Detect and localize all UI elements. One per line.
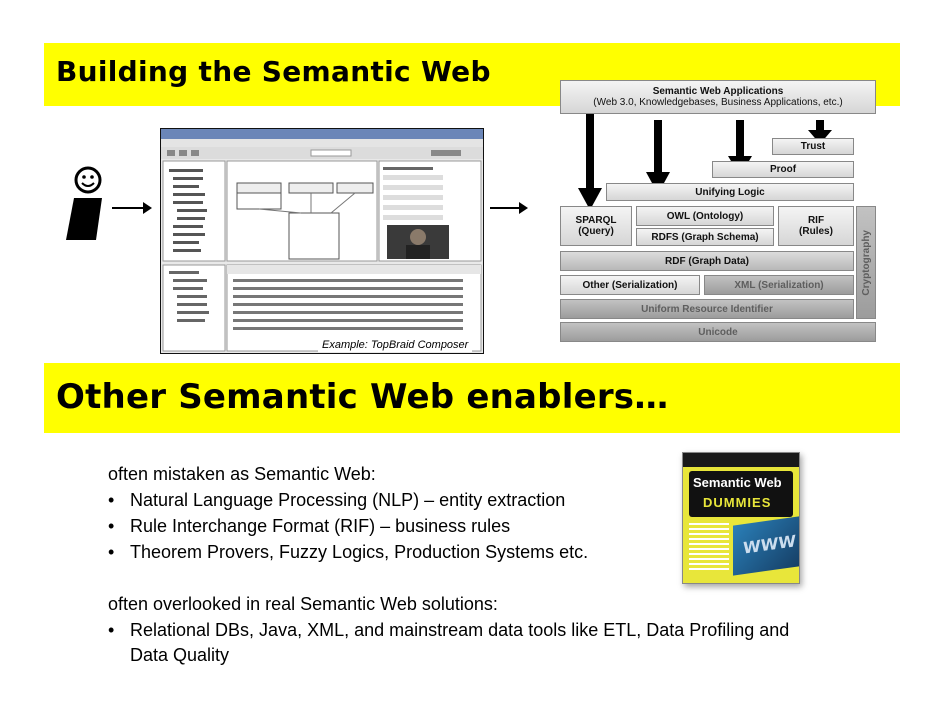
- layer-trust: Trust: [772, 138, 854, 155]
- layer-applications: Semantic Web Applications (Web 3.0, Know…: [560, 80, 876, 114]
- cryptography-label: Cryptography: [860, 229, 872, 296]
- topbraid-screenshot-image: [161, 129, 483, 352]
- uri-label: Uniform Resource Identifier: [641, 303, 773, 315]
- bullet-dot: •: [108, 542, 115, 562]
- title-banner-building: Building the Semantic Web: [44, 43, 900, 106]
- title-banner-enablers: Other Semantic Web enablers…: [44, 363, 900, 433]
- screenshot-caption: Example: TopBraid Composer: [318, 338, 473, 352]
- proof-label: Proof: [769, 164, 797, 175]
- book-dummies: DUMMIES: [703, 495, 772, 510]
- arrow-to-stack: [490, 202, 528, 214]
- book-title-panel: [689, 471, 793, 517]
- mistaken-heading: often mistaken as Semantic Web:: [108, 464, 376, 484]
- person-icon: [66, 166, 102, 240]
- unifying-logic-label: Unifying Logic: [695, 186, 765, 198]
- topbraid-screenshot: [160, 128, 484, 354]
- trust-label: Trust: [800, 141, 826, 152]
- unicode-label: Unicode: [698, 326, 738, 338]
- book-text-block: [689, 523, 729, 571]
- xml-serialization-label: XML (Serialization): [734, 279, 824, 291]
- overlooked-heading: often overlooked in real Semantic Web so…: [108, 594, 498, 614]
- bullet-text: Relational DBs, Java, XML, and mainstrea…: [130, 620, 790, 640]
- applications-title: Semantic Web Applications: [652, 86, 784, 97]
- book-title: Semantic Web: [693, 475, 782, 490]
- bullet-dot: •: [108, 620, 115, 640]
- layer-rif: RIF (Rules): [778, 206, 854, 246]
- bullet-text: Natural Language Processing (NLP) – enti…: [130, 490, 566, 510]
- bullet-dot: •: [108, 516, 115, 536]
- bullet-rif: • Rule Interchange Format (RIF) – busines…: [108, 516, 510, 537]
- layer-unicode: Unicode: [560, 322, 876, 342]
- book-top-strip: [683, 453, 799, 467]
- other-serialization-label: Other (Serialization): [582, 279, 678, 291]
- layer-rdf: RDF (Graph Data): [560, 251, 854, 271]
- bullet-text: Rule Interchange Format (RIF) – business…: [130, 516, 511, 536]
- layer-proof: Proof: [712, 161, 854, 178]
- section-title: Other Semantic Web enablers…: [56, 377, 669, 417]
- layer-cryptography: Cryptography: [856, 206, 876, 319]
- bullet-nlp: • Natural Language Processing (NLP) – ent…: [108, 490, 565, 511]
- rif-label: RIF (Rules): [799, 215, 833, 237]
- layer-other-serialization: Other (Serialization): [560, 275, 700, 295]
- bullet-theorem-provers: • Theorem Provers, Fuzzy Logics, Producti…: [108, 542, 588, 563]
- layer-owl: OWL (Ontology): [636, 206, 774, 226]
- semantic-web-for-dummies-book: Semantic Web DUMMIES WWW: [682, 452, 800, 584]
- bullet-text: Theorem Provers, Fuzzy Logics, Productio…: [130, 542, 589, 562]
- layer-unifying-logic: Unifying Logic: [606, 183, 854, 201]
- bullet-relational-dbs: • Relational DBs, Java, XML, and mainstre…: [108, 620, 789, 641]
- sparql-label: SPARQL (Query): [575, 215, 617, 237]
- applications-subtitle: (Web 3.0, Knowledgebases, Business Appli…: [593, 97, 843, 108]
- arrow-to-screenshot: [112, 202, 152, 214]
- bullet-text: Data Quality: [130, 645, 230, 665]
- layer-xml-serialization: XML (Serialization): [704, 275, 854, 295]
- owl-label: OWL (Ontology): [666, 210, 744, 222]
- semantic-web-stack: Semantic Web Applications (Web 3.0, Know…: [560, 80, 876, 342]
- bullet-data-quality-continuation: Data Quality: [130, 645, 229, 666]
- rdf-label: RDF (Graph Data): [665, 255, 749, 267]
- layer-uri: Uniform Resource Identifier: [560, 299, 854, 319]
- slide-title: Building the Semantic Web: [56, 55, 491, 88]
- layer-sparql: SPARQL (Query): [560, 206, 632, 246]
- bullet-dot: •: [108, 490, 115, 510]
- layer-rdfs: RDFS (Graph Schema): [636, 228, 774, 246]
- rdfs-label: RDFS (Graph Schema): [651, 231, 759, 243]
